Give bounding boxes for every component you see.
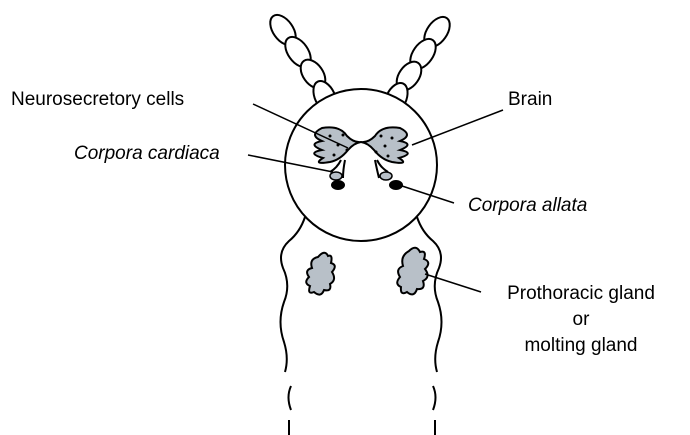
leader-prothoracic-gland — [425, 274, 481, 292]
label-corpora-cardiaca: Corpora cardiaca — [74, 143, 220, 165]
label-brain: Brain — [508, 89, 552, 111]
head-outline — [285, 89, 437, 241]
label-prothoracic-gland-group: Prothoracic gland or molting gland — [476, 281, 686, 359]
label-molting-gland: molting gland — [476, 333, 686, 359]
label-prothoracic-gland: Prothoracic gland — [476, 281, 686, 307]
label-corpora-allata: Corpora allata — [468, 195, 587, 217]
prothoracic-glands — [306, 248, 428, 295]
label-or: or — [476, 307, 686, 333]
label-neurosecretory-cells: Neurosecretory cells — [11, 89, 184, 111]
